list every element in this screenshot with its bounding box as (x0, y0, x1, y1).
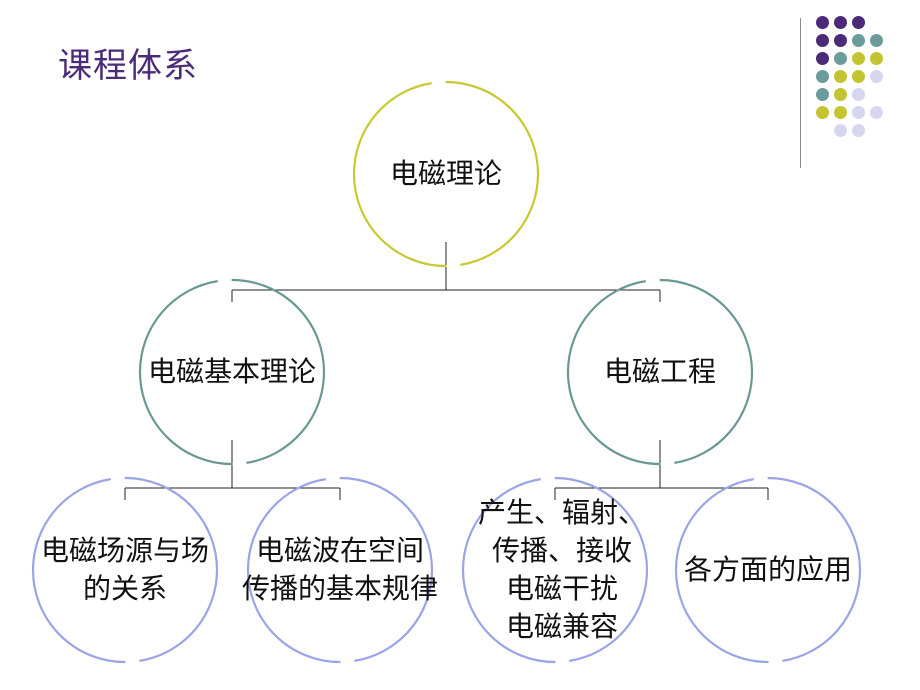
node-ring-generation (461, 476, 649, 664)
connectors (124, 242, 769, 500)
node-field-source: 电磁场源与场 的关系 (41, 532, 209, 608)
decorative-dot-grid (810, 10, 910, 160)
node-applications-line: 各方面的应用 (683, 553, 853, 586)
decorative-dot (870, 106, 883, 119)
node-field-source-line-1: 电磁场源与场 (40, 534, 210, 567)
node-field-source-line-2: 的关系 (82, 572, 168, 605)
decorative-dot (870, 34, 883, 47)
node-generation-line-2: 传播、接收 (491, 534, 633, 567)
decorative-dot (852, 52, 865, 65)
decorative-dot (816, 52, 829, 65)
node-root-line: 电磁理论 (389, 157, 503, 190)
slide-title: 课程体系 (58, 46, 198, 86)
decorative-dot (834, 52, 847, 65)
decorative-dot (834, 34, 847, 47)
node-ring-root (352, 80, 540, 268)
node-root: 电磁理论 (390, 155, 502, 193)
node-generation-line-1: 产生、辐射、 (477, 496, 647, 529)
node-ring-basic (138, 278, 326, 466)
decorative-dot (870, 70, 883, 83)
node-wave-line-1: 电磁波在空间 (255, 534, 425, 567)
node-engineering: 电磁工程 (604, 353, 716, 391)
decorative-dot (834, 124, 847, 137)
decorative-dot (834, 16, 847, 29)
decorative-dot (852, 16, 865, 29)
node-wave-line-2: 传播的基本规律 (241, 572, 439, 605)
node-ring-applications (674, 476, 862, 664)
node-engineering-line: 电磁工程 (603, 355, 717, 388)
decorative-dot (870, 52, 883, 65)
decorative-dot (816, 88, 829, 101)
decorative-dot (816, 106, 829, 119)
decorative-dot (816, 34, 829, 47)
decorative-dot (852, 88, 865, 101)
decorative-dot (834, 70, 847, 83)
node-generation-line-4: 电磁兼容 (505, 610, 619, 643)
decorative-dot (852, 124, 865, 137)
decorative-dot (816, 16, 829, 29)
node-ring-wave (246, 476, 434, 664)
decorative-dot (834, 88, 847, 101)
node-generation-line-3: 电磁干扰 (505, 572, 619, 605)
decorative-dot (816, 70, 829, 83)
node-basic-line: 电磁基本理论 (147, 355, 317, 388)
node-wave: 电磁波在空间 传播的基本规律 (242, 532, 438, 608)
decorative-dot (852, 70, 865, 83)
decorative-dot (852, 106, 865, 119)
node-basic: 电磁基本理论 (148, 353, 316, 391)
node-generation: 产生、辐射、 传播、接收 电磁干扰 电磁兼容 (478, 494, 646, 646)
node-ring-engineering (566, 278, 754, 466)
decorative-divider (800, 18, 801, 168)
decorative-dot (834, 106, 847, 119)
decorative-dot (852, 34, 865, 47)
node-ring-field-source (31, 476, 219, 664)
node-applications: 各方面的应用 (684, 551, 852, 589)
